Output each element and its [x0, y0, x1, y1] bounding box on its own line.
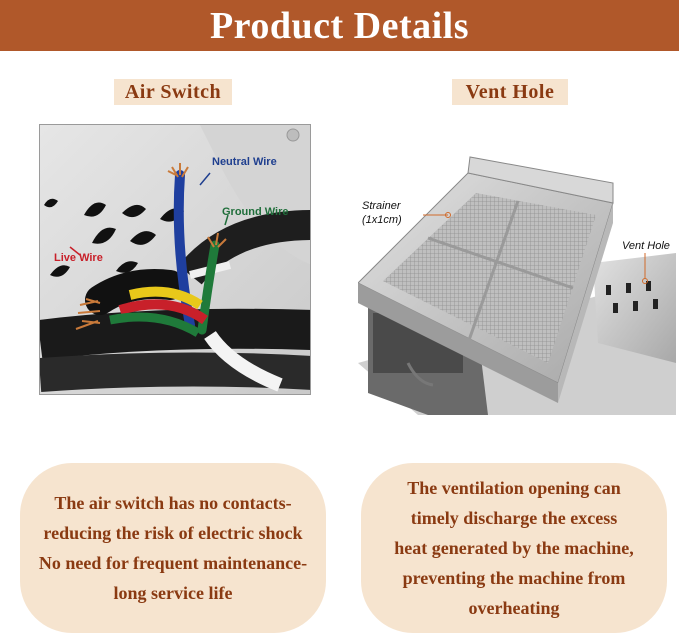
ground-wire-callout: Ground Wire — [222, 206, 289, 218]
description-line: timely discharge the excess — [410, 508, 618, 528]
page-title: Product Details — [209, 4, 470, 47]
description-line: overheating — [468, 598, 560, 618]
vent-hole-photo: Strainer (1x1cm) Vent Hole — [358, 153, 676, 415]
description-line: The air switch has no contacts- — [54, 493, 292, 513]
wires-illustration: Neutral Wire Ground Wire Live Wire — [40, 125, 310, 394]
air-switch-label: Air Switch — [114, 79, 232, 105]
vent-hole-label: Vent Hole — [452, 79, 568, 105]
neutral-wire-callout: Neutral Wire — [212, 156, 277, 168]
vent-hole-description: The ventilation opening can timely disch… — [361, 463, 667, 633]
description-line: long service life — [113, 583, 233, 603]
description-line: preventing the machine from — [402, 568, 626, 588]
description-line: reducing the risk of electric shock — [43, 523, 303, 543]
strainer-size-callout: (1x1cm) — [362, 214, 402, 226]
strainer-callout: Strainer — [362, 200, 402, 212]
live-wire-callout: Live Wire — [54, 252, 103, 264]
description-line: No need for frequent maintenance- — [38, 553, 308, 573]
description-line: heat generated by the machine, — [394, 538, 634, 558]
description-line: The ventilation opening can — [407, 478, 621, 498]
air-switch-description: The air switch has no contacts- reducing… — [20, 463, 326, 633]
header-banner: Product Details — [0, 0, 679, 51]
vent-hole-callout: Vent Hole — [622, 240, 670, 252]
strainer-illustration: Strainer (1x1cm) Vent Hole — [358, 156, 676, 415]
air-switch-photo: Neutral Wire Ground Wire Live Wire — [39, 124, 311, 395]
